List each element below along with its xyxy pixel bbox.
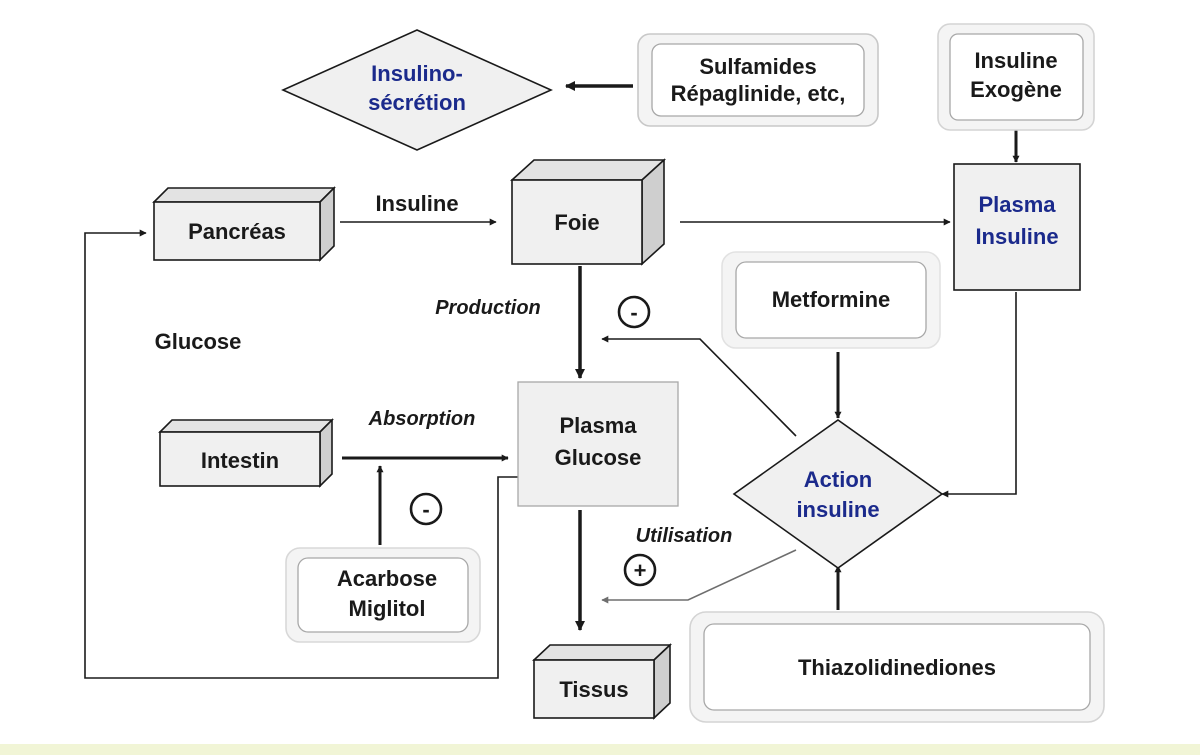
acarbose-line1: Acarbose (337, 566, 437, 591)
bottom-strip (0, 744, 1200, 755)
minus-symbol-foie: - (630, 300, 637, 325)
node-metformine: Metformine (721, 251, 941, 349)
node-foie: Foie (509, 158, 667, 266)
sulfamides-line2: Répaglinide, etc, (671, 81, 846, 106)
arrow-action-to-utilisation (601, 549, 797, 604)
action-insuline-line1: Action (804, 467, 872, 492)
plus-icon-utilisation: + (623, 553, 657, 587)
arrow-plasma-insuline-to-action (941, 292, 1017, 498)
minus-icon-foie: - (617, 295, 651, 329)
insuline-exogene-line2: Exogène (970, 77, 1062, 102)
sulfamides-line1: Sulfamides (699, 54, 816, 79)
foie-label: Foie (554, 210, 599, 235)
node-plasma-insuline: Plasma Insuline (953, 163, 1081, 291)
minus-icon-absorption: - (409, 492, 443, 526)
plus-symbol-utilisation: + (634, 558, 647, 583)
minus-symbol-absorption: - (422, 497, 429, 522)
thiazolidinediones-label: Thiazolidinediones (798, 655, 996, 680)
edge-label-production: Production (435, 297, 541, 319)
action-insuline-line2: insuline (796, 497, 879, 522)
plasma-glucose-line2: Glucose (555, 445, 642, 470)
edge-label-glucose: Glucose (155, 329, 242, 354)
arrow-glucose-feedback-loop (84, 229, 518, 679)
node-action-insuline: Action insuline (732, 419, 944, 569)
node-insuline-exogene: Insuline Exogène (937, 23, 1095, 131)
node-acarbose: Acarbose Miglitol (285, 547, 481, 643)
tissus-label: Tissus (559, 677, 628, 702)
edge-label-insuline: Insuline (375, 191, 458, 216)
insulinosecretion-line2: sécrétion (368, 90, 466, 115)
node-sulfamides: Sulfamides Répaglinide, etc, (637, 33, 879, 127)
arrow-action-to-plasma-glucose (601, 335, 797, 437)
insulinosecretion-line1: Insulino- (371, 61, 463, 86)
node-thiazolidinediones: Thiazolidinediones (689, 611, 1105, 723)
pancreas-label: Pancréas (188, 219, 286, 244)
edge-label-utilisation: Utilisation (636, 525, 733, 547)
intestin-label: Intestin (201, 448, 279, 473)
edge-label-absorption: Absorption (368, 408, 476, 430)
acarbose-line2: Miglitol (349, 596, 426, 621)
node-tissus: Tissus (531, 643, 673, 720)
plasma-insuline-line1: Plasma (978, 192, 1056, 217)
node-insulinosecretion: Insulino- sécrétion (281, 29, 553, 151)
insuline-exogene-line1: Insuline (974, 48, 1057, 73)
node-plasma-glucose: Plasma Glucose (517, 381, 679, 507)
plasma-insuline-line2: Insuline (975, 224, 1058, 249)
node-pancreas: Pancréas (152, 186, 336, 262)
metformine-label: Metformine (772, 287, 891, 312)
plasma-glucose-line1: Plasma (559, 413, 637, 438)
node-intestin: Intestin (158, 418, 334, 488)
